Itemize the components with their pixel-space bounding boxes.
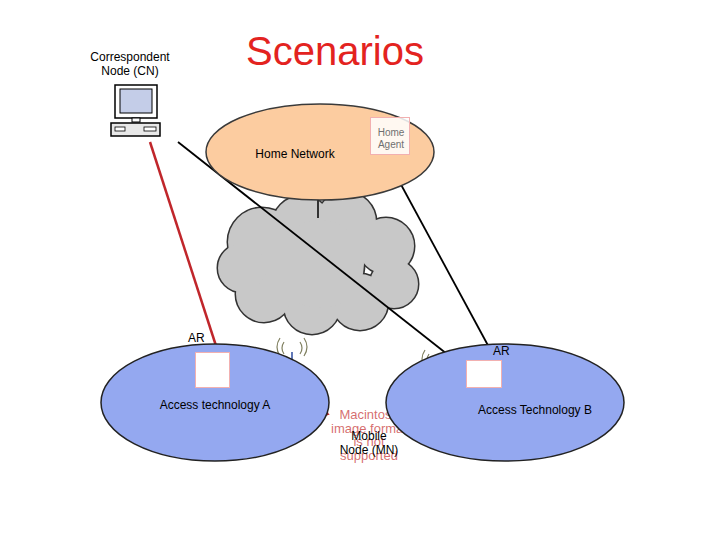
node-label: Access technology A [145, 398, 285, 412]
ellipse-outline [101, 344, 329, 461]
image-placeholder: Macintosh image format is not supported [327, 408, 411, 463]
image-placeholder: Macintosh PICT image format is not suppo… [371, 119, 411, 148]
ellipse-outline [100, 343, 330, 462]
node-label: Home Network [245, 147, 345, 161]
router-symbol [198, 355, 227, 378]
ellipse-outline [206, 104, 434, 200]
home-agent-box: Home Agent [370, 117, 410, 155]
access-router: AR [466, 360, 502, 388]
signal-arrow [230, 380, 328, 414]
network-cloud [218, 192, 418, 334]
mobile-node: Mobile Node (MN) [328, 405, 412, 462]
node-label: Access Technology B [465, 403, 605, 417]
node-label: Home Agent [371, 127, 411, 151]
access-network-ellipse: Access technology A [100, 343, 330, 462]
router-link [317, 195, 319, 218]
node-label: AR [493, 344, 517, 358]
node-label: AR [188, 331, 212, 345]
radio-tower [277, 338, 307, 426]
access-router: AR [195, 352, 230, 388]
diagram-title: Scenarios [200, 27, 470, 75]
radio-tower [422, 350, 452, 438]
signal-line [150, 142, 218, 352]
signal-line [385, 155, 496, 360]
correspondent-node: Correspondent Node (CN) [80, 45, 185, 142]
ellipse-outline [385, 343, 625, 462]
ellipse-outline [386, 344, 624, 461]
home-network-ellipse: Home Network Home Agent [205, 103, 435, 201]
router-symbol [469, 362, 499, 383]
computer-icon [111, 85, 160, 136]
node-label: Mobile Node (MN) [338, 429, 400, 458]
node-label: Correspondent Node (CN) [80, 50, 180, 79]
access-network-ellipse: Access Technology B [385, 343, 625, 462]
signal-line [178, 142, 466, 369]
signal-arrow [412, 396, 440, 408]
router-symbol [301, 165, 335, 195]
ellipse-outline [205, 103, 435, 201]
